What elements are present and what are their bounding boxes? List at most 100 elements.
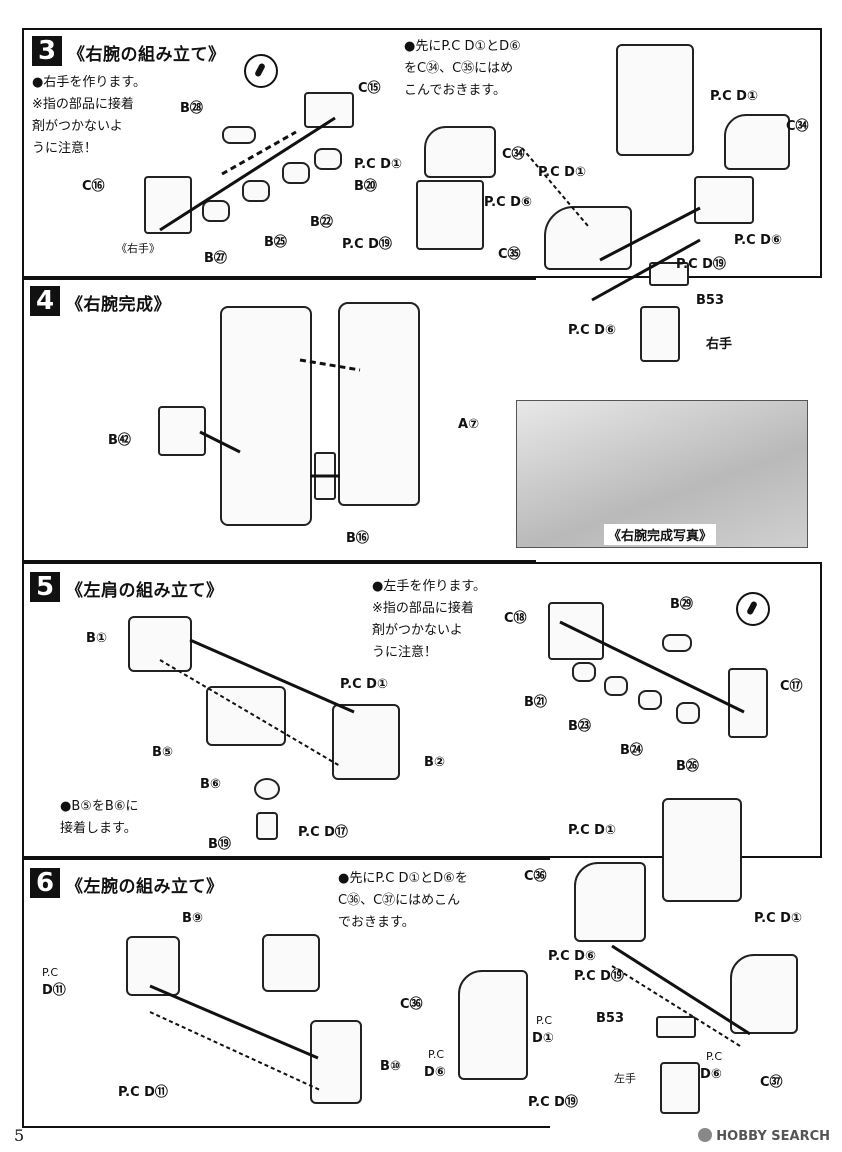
step-3-note-line: こんでおきます。 [404, 83, 507, 98]
part-pcd17 [254, 778, 280, 800]
label-c16: C⑯ [82, 179, 105, 194]
label-b20: B⑳ [354, 179, 377, 194]
label-pcd1-a: P.C D① [354, 157, 402, 172]
step-6-panel [22, 858, 550, 1128]
part-b28 [222, 126, 256, 144]
label-d11-left: D⑪ [42, 983, 66, 998]
part-c37 [730, 954, 798, 1034]
label-b24: B㉔ [620, 743, 643, 758]
label-pc-mid: P.C [536, 1014, 553, 1027]
label-pcd1-r2: P.C D① [754, 911, 802, 926]
step-6-number: 6 [30, 868, 60, 898]
label-pcd1-r1: P.C D① [568, 823, 616, 838]
label-pcd1-c: P.C D① [538, 165, 586, 180]
label-b29: B㉙ [670, 597, 693, 612]
label-pcd6-c: P.C D⑥ [568, 323, 616, 338]
label-pcd19-a: P.C D⑲ [342, 237, 392, 252]
label-right-hand: 《右手》 [116, 242, 160, 255]
label-c17: C⑰ [780, 679, 803, 694]
label-pcd6-b: P.C D⑥ [734, 233, 782, 248]
label-b53: B53 [696, 293, 724, 308]
label-b25: B㉕ [264, 235, 287, 250]
label-b27: B㉗ [204, 251, 227, 266]
step-3-note-line: うに注意！ [32, 141, 98, 156]
label-b53-left: B53 [596, 1011, 624, 1026]
step-4-title: 《右腕完成》 [66, 295, 171, 315]
part-c35 [544, 206, 632, 270]
label-c34-a: C㉞ [502, 147, 525, 162]
part-upper-arm [616, 44, 694, 156]
step-5-note-line: ※指の部品に接着 [372, 601, 474, 616]
label-pcd1-b: P.C D① [710, 89, 758, 104]
hobby-search-logo-icon [698, 1128, 713, 1142]
label-b21: B㉑ [524, 695, 547, 710]
label-right-hand-b: 右手 [706, 337, 733, 352]
label-b16: B⑯ [346, 531, 369, 546]
label-pcd19-mid: P.C D⑲ [528, 1095, 578, 1110]
step-5-notes-bottom: ●B⑤をB⑥に 接着します。 [60, 796, 139, 840]
part-b5 [206, 686, 286, 746]
step-3-title: 《右腕の組み立て》 [68, 45, 226, 65]
label-b1: B① [86, 631, 107, 646]
label-pcd19-r: P.C D⑲ [574, 969, 624, 984]
step-5-note-line: うに注意！ [372, 645, 438, 660]
part-b1 [128, 616, 192, 672]
part-arm-joint [416, 180, 484, 250]
label-b42: B㊷ [108, 433, 131, 448]
part-upper-arm-left [262, 934, 320, 992]
label-c36-a: C㊱ [400, 997, 423, 1012]
step-5-note-line: ●B⑤をB⑥に [60, 799, 139, 814]
part-b23 [604, 676, 628, 696]
part-upper-arm-right [662, 798, 742, 902]
label-pcd11: P.C D⑪ [118, 1085, 168, 1100]
part-c36-mid [458, 970, 528, 1080]
label-b22: B㉒ [310, 215, 333, 230]
label-pcd1: P.C D① [340, 677, 388, 692]
label-d6-r: D⑥ [700, 1067, 722, 1082]
step-3-note-line: 剤がつかないよ [32, 119, 123, 134]
part-b24 [638, 690, 662, 710]
part-b25 [242, 180, 270, 202]
step-3-note-line: ※指の部品に接着 [32, 97, 134, 112]
label-c18: C⑱ [504, 611, 527, 626]
part-b29 [662, 634, 692, 652]
label-b9: B⑨ [182, 911, 203, 926]
step-3-notes-right: ●先にP.C D①とD⑥ をC㉞、C㉟にはめ こんでおきます。 [404, 36, 521, 102]
part-b22 [282, 162, 310, 184]
watermark-text: HOBBY SEARCH [716, 1129, 830, 1144]
step-6-note-line: C㊱、C㊲にはめこん [338, 893, 461, 908]
page-number: 5 [14, 1126, 25, 1145]
step-6-note-line: でおきます。 [338, 915, 415, 930]
label-c34-b: C㉞ [786, 119, 809, 134]
label-pcd19-b: P.C D⑲ [676, 257, 726, 272]
step-5-note-line: ●左手を作ります。 [372, 579, 487, 594]
part-a7-shield [338, 302, 420, 506]
label-d6-mid: D⑥ [424, 1065, 446, 1080]
label-pc-r: P.C [706, 1050, 723, 1063]
step-5-title: 《左肩の組み立て》 [66, 581, 224, 601]
part-right-arm-assembled [220, 306, 312, 526]
step-3-panel: 3 《右腕の組み立て》 ●右手を作ります。 ※指の部品に接着 剤がつかないよ う… [22, 28, 822, 286]
step-5-notes-right: ●左手を作ります。 ※指の部品に接着 剤がつかないよ うに注意！ [372, 576, 486, 664]
label-c37: C㊲ [760, 1075, 783, 1090]
step-3-notes: ●右手を作ります。 ※指の部品に接着 剤がつかないよ うに注意！ [32, 72, 146, 160]
label-b2: B② [424, 755, 445, 770]
step-6-note-line: ●先にP.C D①とD⑥を [338, 871, 468, 886]
part-left-hand [660, 1062, 700, 1114]
part-b20 [314, 148, 342, 170]
label-b6: B⑥ [200, 777, 221, 792]
part-b19 [256, 812, 278, 840]
step-3-number: 3 [32, 36, 62, 66]
label-pcd6-a: P.C D⑥ [484, 195, 532, 210]
part-c34-right [724, 114, 790, 170]
photo-caption: 《右腕完成写真》 [604, 524, 717, 545]
glue-indicator-icon [736, 592, 770, 626]
part-b26 [676, 702, 700, 724]
step-6-title: 《左腕の組み立て》 [66, 877, 224, 897]
part-b27 [202, 200, 230, 222]
step-3-note-line: をC㉞、C㉟にはめ [404, 61, 514, 76]
glue-indicator-icon [244, 54, 278, 88]
label-b23: B㉓ [568, 719, 591, 734]
label-c15: C⑮ [358, 81, 381, 96]
